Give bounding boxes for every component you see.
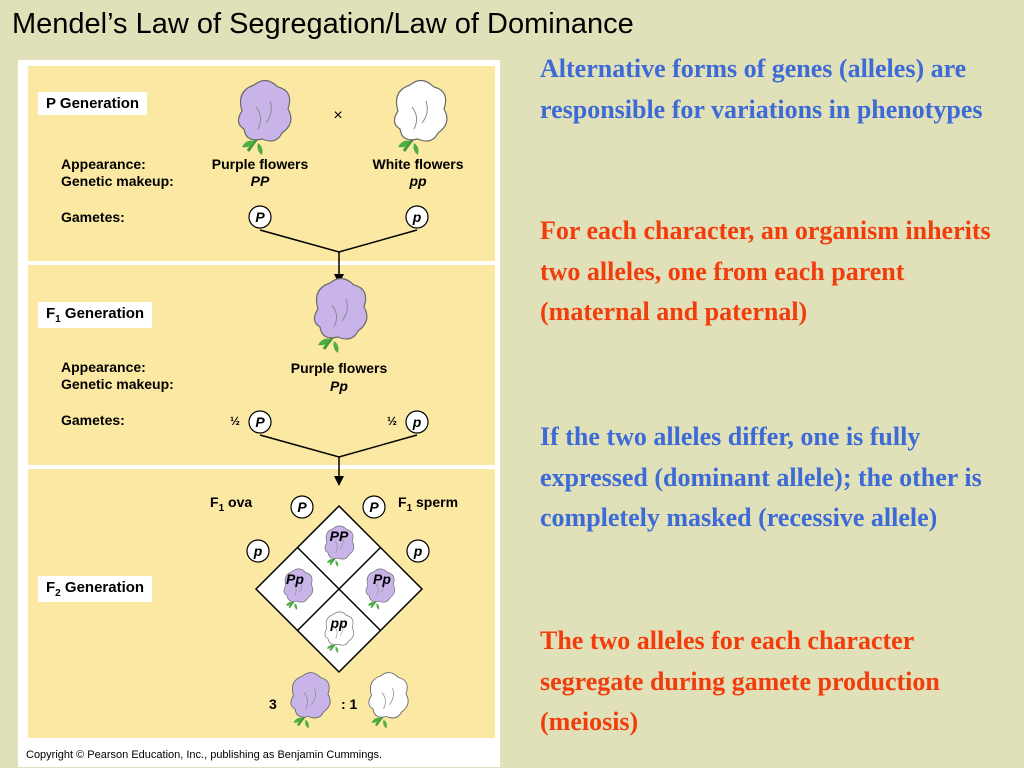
genotype-label: Pp: [330, 378, 348, 394]
bullet-segregation: The two alleles for each character segre…: [540, 626, 940, 736]
bullet-two-alleles: For each character, an organism inherits…: [540, 216, 991, 326]
white-flower-icon: [367, 671, 410, 730]
appearance-label: Appearance:: [61, 359, 146, 375]
gamete-join-line: [259, 434, 418, 458]
sperm-allele: P: [369, 499, 379, 515]
sperm-allele-circle: [362, 495, 386, 519]
bullet-alleles-variation: Alternative forms of genes (alleles) are…: [540, 54, 983, 124]
gamete-allele: P: [255, 414, 265, 430]
copyright-notice: Copyright © Pearson Education, Inc., pub…: [26, 749, 383, 761]
arrow-head: [334, 476, 344, 486]
punnett-cell-genotype: PP: [329, 528, 349, 544]
punnett-square: [254, 504, 424, 674]
punnett-cell-genotype: Pp: [286, 571, 304, 587]
cross-diagram-graphics: ×: [236, 78, 449, 730]
ova-allele: p: [253, 543, 263, 559]
gamete-join-line: [259, 229, 418, 253]
purple-flower-icon: [236, 78, 293, 157]
punnett-cell-genotype: Pp: [373, 571, 391, 587]
white-flower-icon: [392, 78, 449, 157]
f1-generation-label: F1 Generation: [38, 302, 153, 328]
f1-sperm-label: F1 sperm: [398, 494, 459, 514]
sperm-allele: P: [297, 499, 307, 515]
half-fraction: ½: [387, 414, 398, 428]
punnett-cell-genotype: pp: [330, 615, 348, 631]
genotype-label: pp: [409, 173, 427, 189]
cross-symbol: ×: [333, 107, 342, 124]
gamete-circle: [405, 410, 429, 434]
mendel-cross-figure: × P Generation Appearance: Genetic makeu…: [18, 60, 500, 767]
p-generation-label: P Generation: [38, 92, 148, 115]
ratio-recessive: : 1: [341, 696, 358, 712]
slide-title: Mendel’s Law of Segregation/Law of Domin…: [12, 8, 634, 40]
gamete-circle: [248, 410, 272, 434]
gamete-circle: [248, 205, 272, 229]
sperm-allele-circle: [290, 495, 314, 519]
ova-allele-circle: [406, 539, 430, 563]
purple-flower-icon: [312, 276, 369, 355]
appearance-label: Appearance:: [61, 156, 146, 172]
bullet-dominance: If the two alleles differ, one is fully …: [540, 422, 982, 532]
f2-generation-panel: [28, 469, 495, 738]
genetic-makeup-label: Genetic makeup:: [61, 376, 174, 392]
genetic-makeup-label: Genetic makeup:: [61, 173, 174, 189]
f1-ova-label: F1 ova: [210, 494, 253, 514]
ova-allele-circle: [246, 539, 270, 563]
gametes-label: Gametes:: [61, 209, 125, 225]
half-fraction: ½: [230, 414, 241, 428]
gamete-allele: p: [412, 209, 422, 225]
purple-flowers-label: Purple flowers: [290, 360, 388, 376]
gametes-label: Gametes:: [61, 412, 125, 428]
genotype-label: PP: [250, 173, 270, 189]
gamete-allele: p: [412, 414, 422, 430]
purple-flowers-label: Purple flowers: [211, 156, 309, 172]
gamete-allele: P: [255, 209, 265, 225]
ratio-dominant: 3: [269, 696, 277, 712]
white-flowers-label: White flowers: [372, 156, 464, 172]
gamete-circle: [405, 205, 429, 229]
f2-generation-label: F2 Generation: [38, 576, 153, 602]
sperm-allele: p: [413, 543, 423, 559]
purple-flower-icon: [289, 671, 332, 730]
